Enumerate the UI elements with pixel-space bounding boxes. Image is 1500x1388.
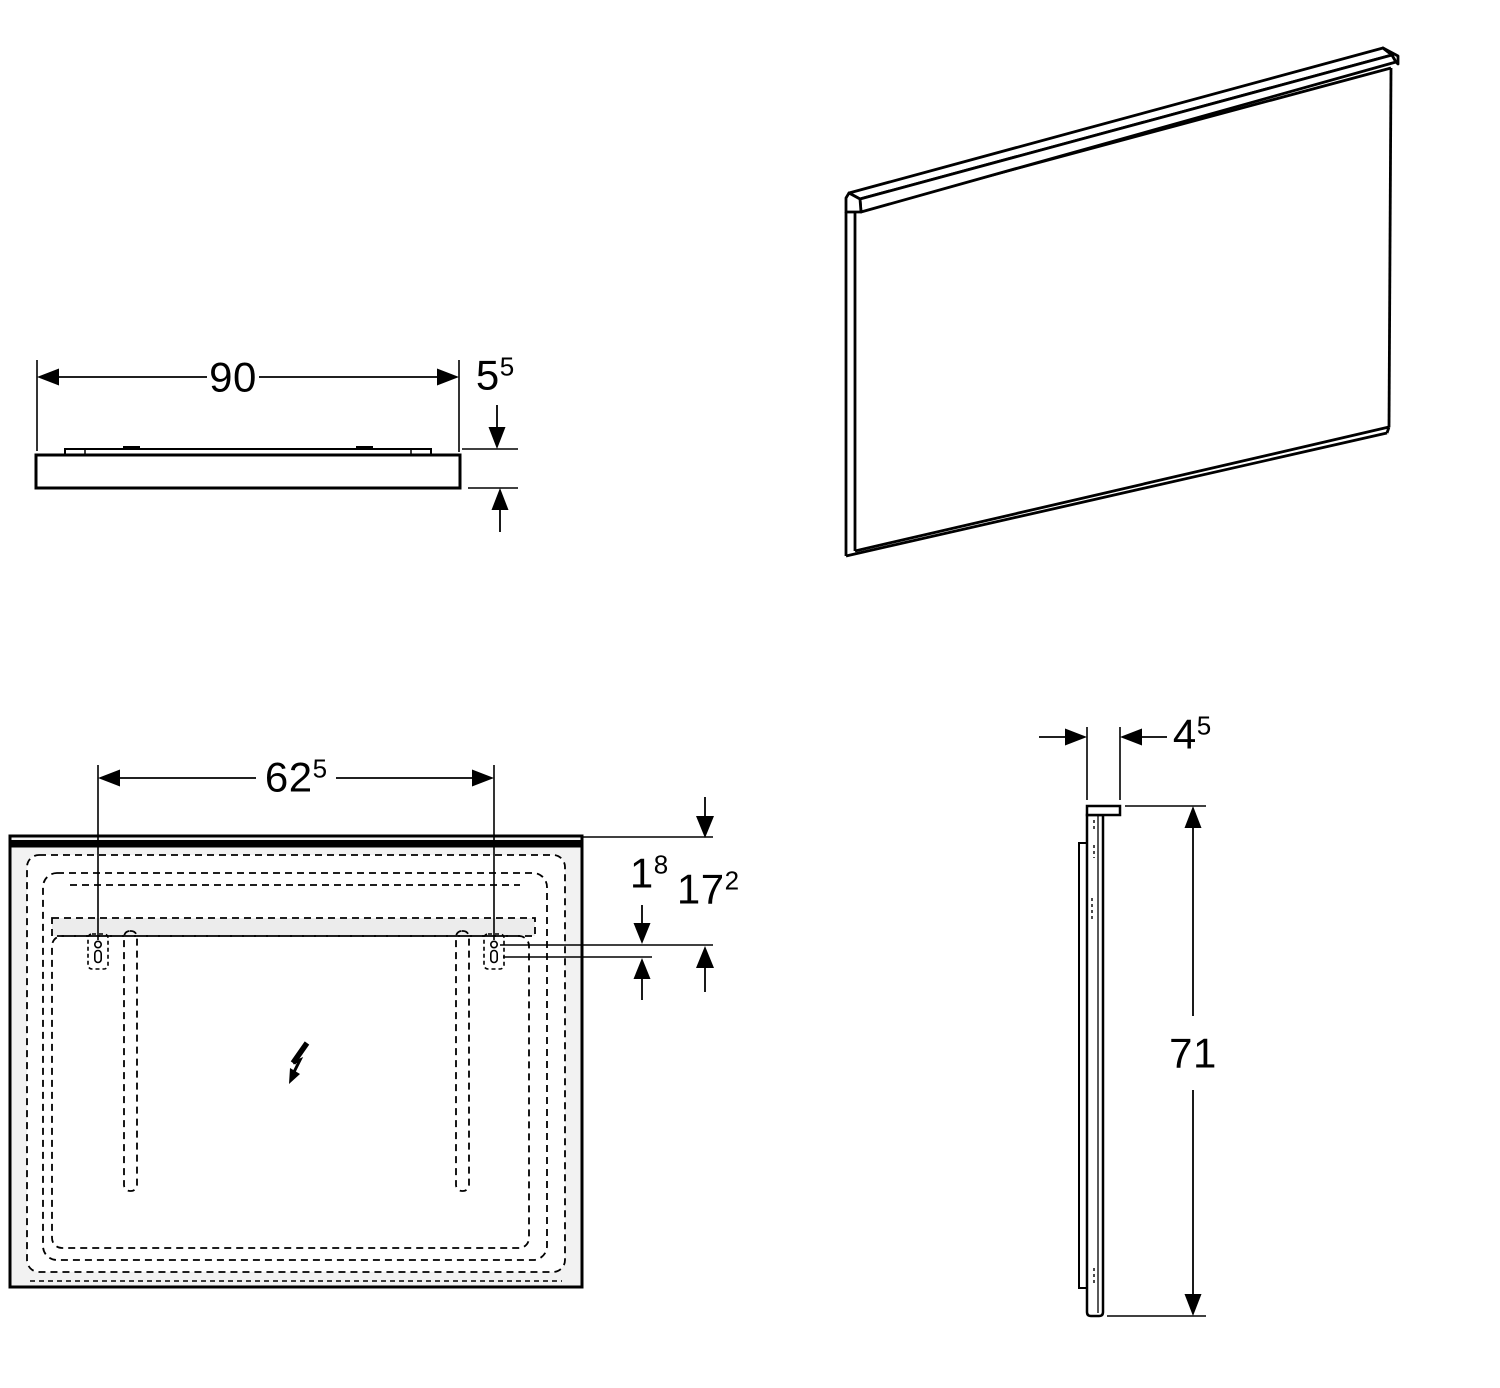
foil-outline-inner — [51, 935, 530, 1249]
dimension-label-depth: 45 — [1172, 710, 1212, 758]
lightbar-right-endcap — [1381, 46, 1400, 66]
mirror-right-edge — [1387, 67, 1393, 428]
rear-view-lightbar-band — [10, 840, 582, 848]
foil-slot-left — [123, 930, 138, 1192]
top-view-drawing — [34, 360, 518, 532]
arrowhead-right-icon — [437, 368, 459, 386]
top-view-mirror-body — [34, 453, 462, 490]
electrical-connection-icon — [289, 1041, 310, 1084]
side-view-mirror-panel — [1085, 813, 1105, 1318]
lightbar-top-face — [847, 46, 1394, 201]
dimension-label-width: 90 — [209, 353, 257, 401]
mirror-bottom-edge-front — [854, 425, 1390, 553]
dimension-label-height: 71 — [1169, 1029, 1217, 1077]
side-view-lightbar-lip — [1085, 804, 1122, 817]
perspective-view-drawing — [844, 46, 1400, 558]
mounting-keyhole-left — [87, 933, 109, 970]
dimension-label-top-to-mounts: 172 — [676, 865, 740, 913]
mounting-tab-right — [356, 446, 373, 450]
rear-view-drawing — [8, 765, 714, 1289]
foil-slot-right — [455, 930, 470, 1192]
dimension-label-mount-spacing: 625 — [264, 753, 328, 801]
heater-band — [51, 917, 536, 937]
side-view-drawing — [1039, 727, 1206, 1318]
mirror-bottom-edge-back — [845, 431, 1388, 558]
arrowhead-up-icon — [491, 488, 509, 510]
lightbar-left-endcap — [844, 191, 863, 214]
arrowhead-left-icon — [37, 368, 59, 386]
lightbar-front-face — [858, 53, 1398, 214]
foil-outline-middle — [42, 872, 548, 1261]
dimension-label-keyhole-detail: 18 — [629, 849, 669, 897]
mounting-tab-left — [123, 446, 140, 450]
arrowhead-down-icon — [488, 427, 506, 449]
mounting-keyhole-right — [483, 933, 505, 970]
dimension-label-thickness: 55 — [475, 351, 515, 399]
